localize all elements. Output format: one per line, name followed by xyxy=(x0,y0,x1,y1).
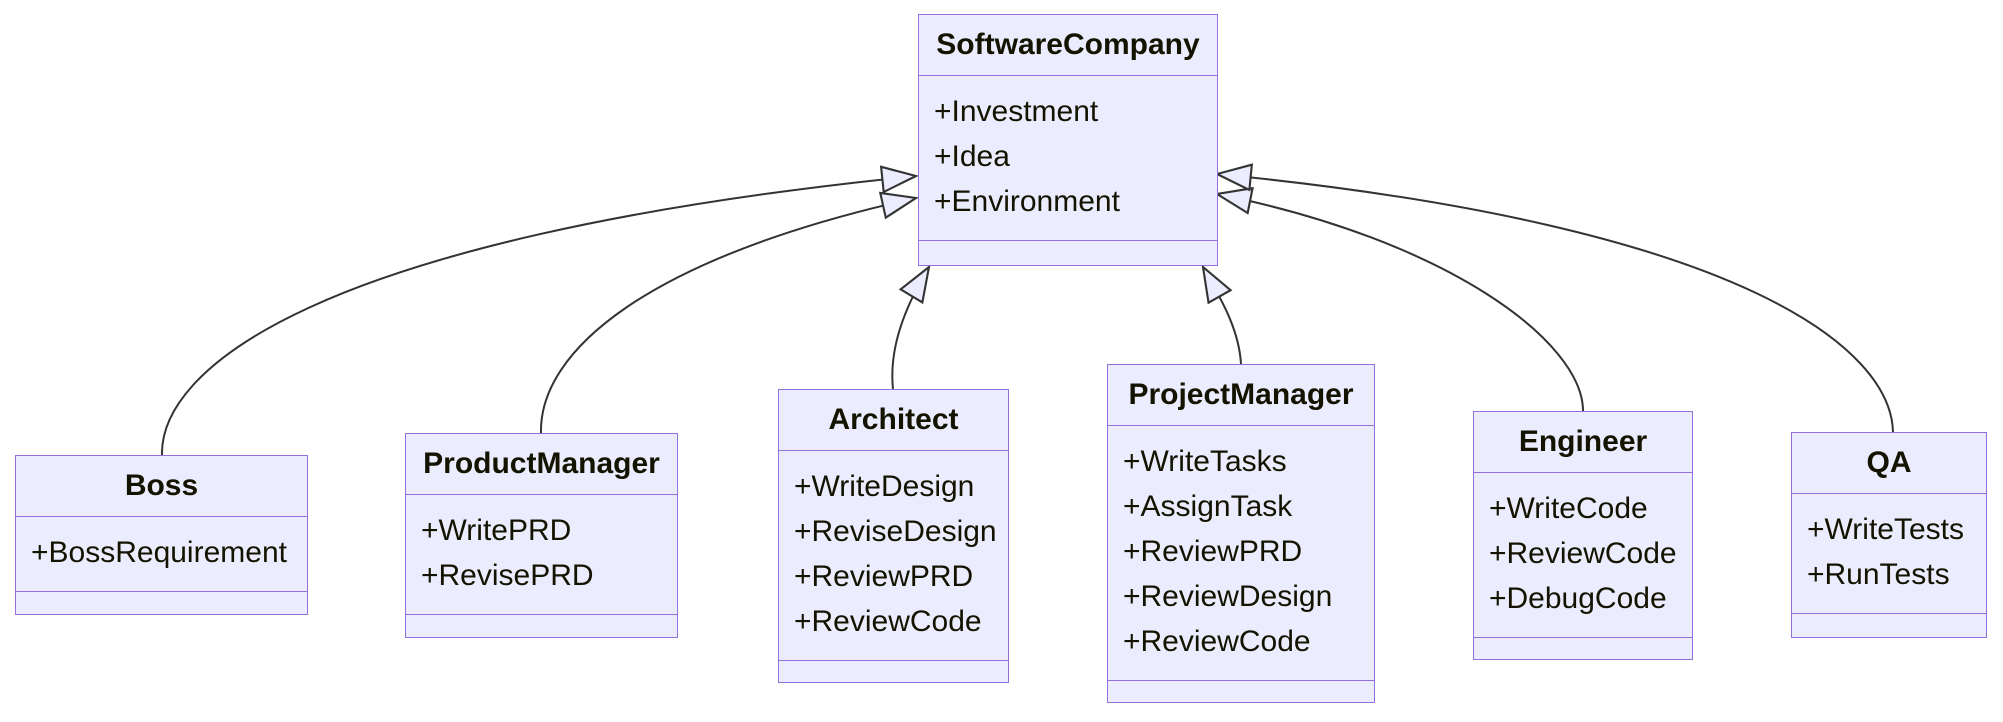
class-methods-compartment-empty xyxy=(1792,613,1986,637)
inheritance-edge-projectmanager xyxy=(1203,267,1242,365)
class-members-engineer: +WriteCode +ReviewCode +DebugCode xyxy=(1474,473,1692,637)
class-member: +Investment xyxy=(934,95,1099,128)
class-member: +RunTests xyxy=(1807,558,1950,591)
class-member: +WriteCode xyxy=(1489,492,1648,525)
class-methods-compartment-empty xyxy=(779,660,1008,682)
class-member: +ReviewCode xyxy=(794,605,982,638)
class-member: +ReviewDesign xyxy=(1123,580,1333,613)
class-box-softwarecompany: SoftwareCompany +Investment +Idea +Envir… xyxy=(918,14,1218,266)
class-box-productmanager: ProductManager +WritePRD +RevisePRD xyxy=(405,433,678,638)
class-members-productmanager: +WritePRD +RevisePRD xyxy=(406,495,677,614)
class-member: +Idea xyxy=(934,140,1010,173)
class-title-projectmanager: ProjectManager xyxy=(1108,365,1374,426)
class-member: +Environment xyxy=(934,185,1120,218)
inheritance-edge-architect xyxy=(891,267,929,390)
class-methods-compartment-empty xyxy=(1474,637,1692,659)
class-title-engineer: Engineer xyxy=(1474,412,1692,473)
class-methods-compartment-empty xyxy=(1108,680,1374,702)
class-member: +WriteTasks xyxy=(1123,445,1287,478)
class-title-softwarecompany: SoftwareCompany xyxy=(919,15,1217,76)
class-box-architect: Architect +WriteDesign +ReviseDesign +Re… xyxy=(778,389,1009,683)
class-member: +ReviewCode xyxy=(1489,537,1677,570)
class-member: +WriteTests xyxy=(1807,513,1964,546)
class-member: +ReviewPRD xyxy=(794,560,974,593)
class-members-boss: +BossRequirement xyxy=(16,517,307,591)
class-member: +AssignTask xyxy=(1123,490,1293,523)
class-title-productmanager: ProductManager xyxy=(406,434,677,495)
class-box-engineer: Engineer +WriteCode +ReviewCode +DebugCo… xyxy=(1473,411,1693,660)
class-members-architect: +WriteDesign +ReviseDesign +ReviewPRD +R… xyxy=(779,451,1008,660)
class-title-qa: QA xyxy=(1792,433,1986,494)
class-member: +WriteDesign xyxy=(794,470,975,503)
class-title-boss: Boss xyxy=(16,456,307,517)
class-members-projectmanager: +WriteTasks +AssignTask +ReviewPRD +Revi… xyxy=(1108,426,1374,680)
class-member: +RevisePRD xyxy=(421,559,594,592)
class-title-architect: Architect xyxy=(779,390,1008,451)
class-members-softwarecompany: +Investment +Idea +Environment xyxy=(919,76,1217,240)
class-members-qa: +WriteTests +RunTests xyxy=(1792,494,1986,613)
class-member: +ReviewCode xyxy=(1123,625,1311,658)
class-methods-compartment-empty xyxy=(919,240,1217,265)
class-box-projectmanager: ProjectManager +WriteTasks +AssignTask +… xyxy=(1107,364,1375,703)
class-methods-compartment-empty xyxy=(16,591,307,614)
class-box-boss: Boss +BossRequirement xyxy=(15,455,308,615)
class-member: +DebugCode xyxy=(1489,582,1667,615)
class-box-qa: QA +WriteTests +RunTests xyxy=(1791,432,1987,638)
class-methods-compartment-empty xyxy=(406,614,677,637)
class-member: +ReviewPRD xyxy=(1123,535,1303,568)
class-member: +ReviseDesign xyxy=(794,515,997,548)
class-member: +WritePRD xyxy=(421,514,572,547)
class-member: +BossRequirement xyxy=(31,536,287,569)
